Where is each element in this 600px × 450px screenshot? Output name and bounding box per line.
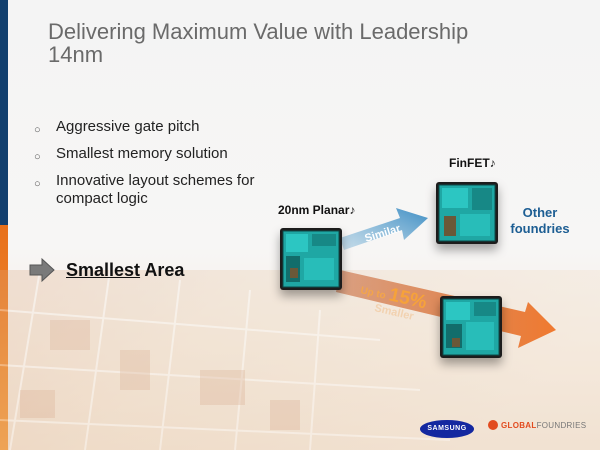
bullet-list: ○ Aggressive gate pitch ○ Smallest memor…: [30, 118, 270, 217]
title-line-1: Delivering Maximum Value with Leadership: [48, 19, 469, 44]
globalfoundries-mark-icon: [488, 420, 498, 430]
bullet-text: Aggressive gate pitch: [56, 118, 200, 135]
finfet-label: FinFET♪: [449, 156, 496, 170]
callout-rest: Area: [140, 259, 185, 280]
planar-label-text: 20nm Planar: [278, 203, 350, 217]
slide-title: Delivering Maximum Value with Leadership…: [48, 20, 568, 66]
arrow-right-icon: [29, 257, 55, 283]
bullet-text: Innovative layout schemes for compact lo…: [56, 172, 255, 207]
other-foundries-label: Other foundries: [502, 205, 578, 237]
callout-text: Smallest Area: [66, 260, 184, 281]
music-note-icon: ♪: [489, 156, 496, 170]
title-line-2: 14nm: [48, 42, 104, 67]
other-line-1: Other: [522, 205, 558, 220]
chip-die-image: [438, 184, 496, 242]
chip-die-image: [282, 230, 340, 288]
other-line-2: foundries: [510, 221, 570, 236]
smallest-area-callout: Smallest Area: [28, 255, 184, 285]
finfet-label-text: FinFET: [449, 156, 490, 170]
callout-keyword: Smallest: [66, 259, 141, 280]
bullet-item: ○ Aggressive gate pitch: [30, 118, 270, 136]
accent-bar-top: [0, 0, 8, 225]
chip-die-image: [442, 298, 500, 356]
chip-samsung-gf: [440, 296, 502, 358]
gf-global-text: GLOBAL: [501, 420, 537, 430]
gf-foundries-text: FOUNDRIES: [536, 420, 587, 430]
circle-bullet-icon: ○: [34, 151, 41, 163]
similar-arrow: [340, 208, 428, 250]
music-note-icon: ♪: [349, 203, 356, 217]
bullet-item: ○ Innovative layout schemes for compact …: [30, 172, 270, 208]
circle-bullet-icon: ○: [34, 124, 41, 136]
die-photo-background: [0, 270, 600, 450]
bullet-item: ○ Smallest memory solution: [30, 145, 270, 163]
chip-finfet-other: [436, 182, 498, 244]
bullet-text: Smallest memory solution: [56, 145, 228, 162]
planar-label: 20nm Planar♪: [278, 203, 355, 217]
samsung-logo: SAMSUNG: [420, 420, 474, 438]
chip-20nm-planar: [280, 228, 342, 290]
circle-bullet-icon: ○: [34, 178, 41, 190]
